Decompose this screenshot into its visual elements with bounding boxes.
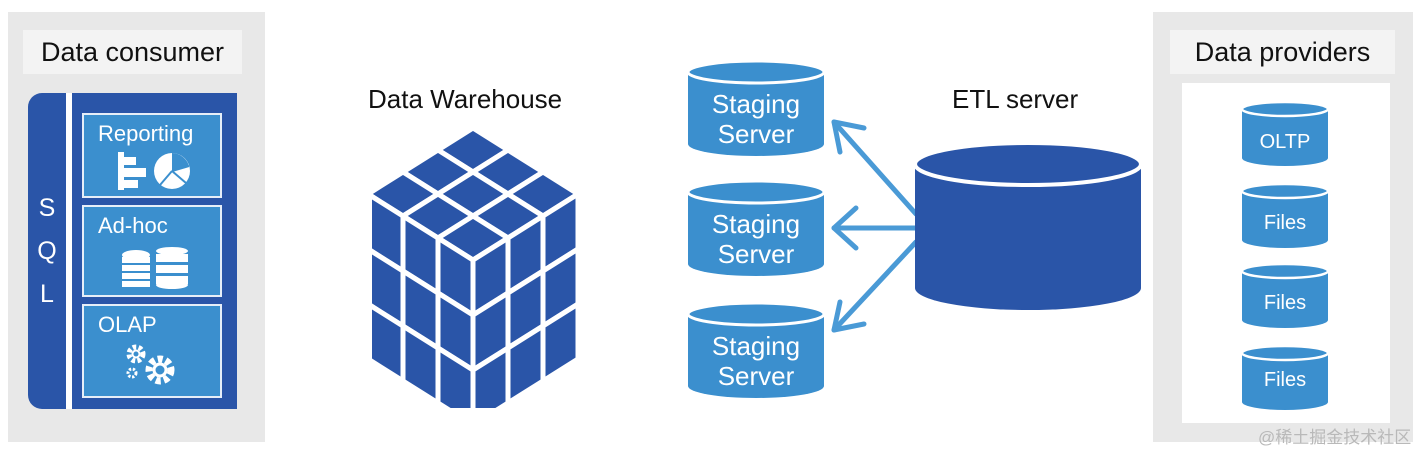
arrow-to-staging-top [831, 119, 919, 217]
files-database-icon [1240, 262, 1330, 328]
olap-tool: OLAP [82, 304, 222, 398]
staging-server-label: Staging Server [711, 209, 801, 269]
etl-server-cylinder [913, 141, 1143, 310]
gears-icon [126, 344, 175, 385]
files-database-icon [1240, 182, 1330, 248]
watermark: @稀土掘金技术社区 [1258, 428, 1412, 447]
sql-divider [66, 93, 72, 409]
reporting-tool: Reporting [82, 113, 222, 198]
data-providers-title: Data providers [1170, 30, 1395, 74]
sql-letter: Q [37, 236, 57, 265]
staging-server-cylinder [686, 60, 826, 156]
staging-server-label: Staging Server [711, 331, 801, 391]
data-warehouse-title: Data Warehouse [368, 84, 563, 114]
report-chart-icon [118, 152, 190, 190]
staging-server-cylinder [686, 180, 826, 276]
provider-label: Files [1263, 369, 1307, 391]
provider-label: Files [1263, 292, 1307, 314]
sql-letter: L [40, 279, 54, 308]
data-consumer-title: Data consumer [23, 30, 242, 74]
etl-to-staging-arrows [831, 119, 919, 333]
staging-server-cylinder [686, 302, 826, 398]
sql-letter: S [38, 193, 56, 222]
adhoc-tool: Ad-hoc [82, 205, 222, 297]
files-database-icon [1240, 344, 1330, 410]
cube-grid-icon [372, 128, 581, 408]
reporting-label: Reporting [98, 121, 194, 146]
oltp-database-icon [1240, 100, 1330, 166]
sql-bar: S Q L [28, 93, 66, 409]
database-coins-icon [122, 247, 188, 289]
adhoc-label: Ad-hoc [98, 213, 168, 238]
staging-server-label: Staging Server [711, 89, 801, 149]
olap-label: OLAP [98, 312, 157, 337]
consumer-tools-stack: Reporting Ad-hoc [72, 93, 237, 409]
etl-server-title: ETL server [952, 84, 1079, 114]
arrow-to-staging-bottom [831, 239, 919, 333]
provider-label: OLTP [1259, 131, 1311, 153]
provider-label: Files [1263, 212, 1307, 234]
